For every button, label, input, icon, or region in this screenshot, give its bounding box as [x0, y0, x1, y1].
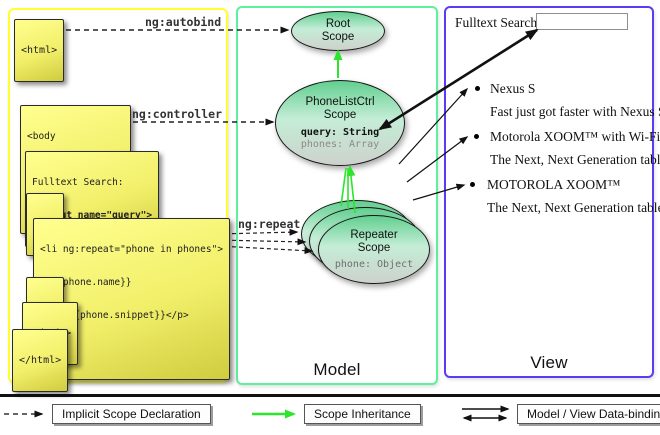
html-open-tag-box: <html> [14, 19, 65, 82]
model-panel: Model [236, 6, 438, 385]
view-item-1-snippet: Fast just got faster with Nexus S. [490, 104, 660, 119]
legend-scope-inheritance-label: Scope Inheritance [304, 404, 421, 424]
html-open-code: <html> [21, 45, 58, 56]
repeat-label: ng:repeat [238, 217, 301, 231]
bullet-icon [474, 134, 479, 139]
view-item-2-title: Motorola XOOM™ with Wi-Fi [490, 129, 660, 144]
view-item-2-snippet: The Next, Next Generation tablet. [490, 152, 660, 167]
autobind-label: ng:autobind [145, 15, 222, 29]
legend-implicit-scope-label: Implicit Scope Declaration [52, 404, 211, 424]
root-scope-title-line1: Root [325, 18, 351, 30]
root-scope-title-line2: Scope [321, 31, 355, 43]
phonelistctrl-prop-query: query: String [300, 126, 380, 138]
phonelistctrl-scope-title-line2: Scope [323, 108, 357, 121]
phonelistctrl-scope-title-line1: PhoneListCtrl [305, 95, 375, 108]
view-item-3-title: MOTOROLA XOOM™ [487, 177, 621, 192]
li-line-1: <li ng:repeat="phone in phones"> [40, 244, 224, 255]
li-line-3: <p>{{phone.snippet}}</p> [40, 310, 189, 321]
fulltext-label-code: Fulltext Search: [32, 177, 124, 188]
repeater-scope-title-line1: Repeater [350, 228, 398, 241]
controller-label: ng:controller [132, 107, 223, 121]
bullet-icon [470, 182, 475, 187]
repeater-prop-phone: phone: Object [334, 258, 414, 270]
li-line-2: {{phone.name}} [40, 277, 132, 288]
html-close-tag-box: </html> [12, 329, 69, 392]
view-search-input[interactable] [536, 13, 628, 30]
model-panel-title: Model [313, 360, 361, 379]
phonelistctrl-scope-ellipse: PhoneListCtrl Scope query: String phones… [275, 80, 405, 166]
legend-divider [0, 394, 660, 397]
phonelistctrl-prop-phones: phones: Array [300, 138, 380, 150]
view-item-3-snippet: The Next, Next Generation tablet. [487, 200, 660, 215]
html-close-code: </html> [19, 355, 62, 366]
view-item-1-title: Nexus S [490, 81, 536, 96]
view-search-label: Fulltext Search: [455, 15, 541, 30]
root-scope-ellipse: Root Scope [291, 11, 385, 51]
body-open-line-1: <body [27, 131, 56, 142]
view-panel-title: View [530, 353, 568, 372]
legend-model-view-binding-label: Model / View Data-binding [517, 404, 660, 424]
repeater-scope-ellipse-front: Repeater Scope phone: Object [318, 215, 430, 284]
bullet-icon [475, 86, 480, 91]
repeater-scope-title-line2: Scope [357, 241, 391, 254]
